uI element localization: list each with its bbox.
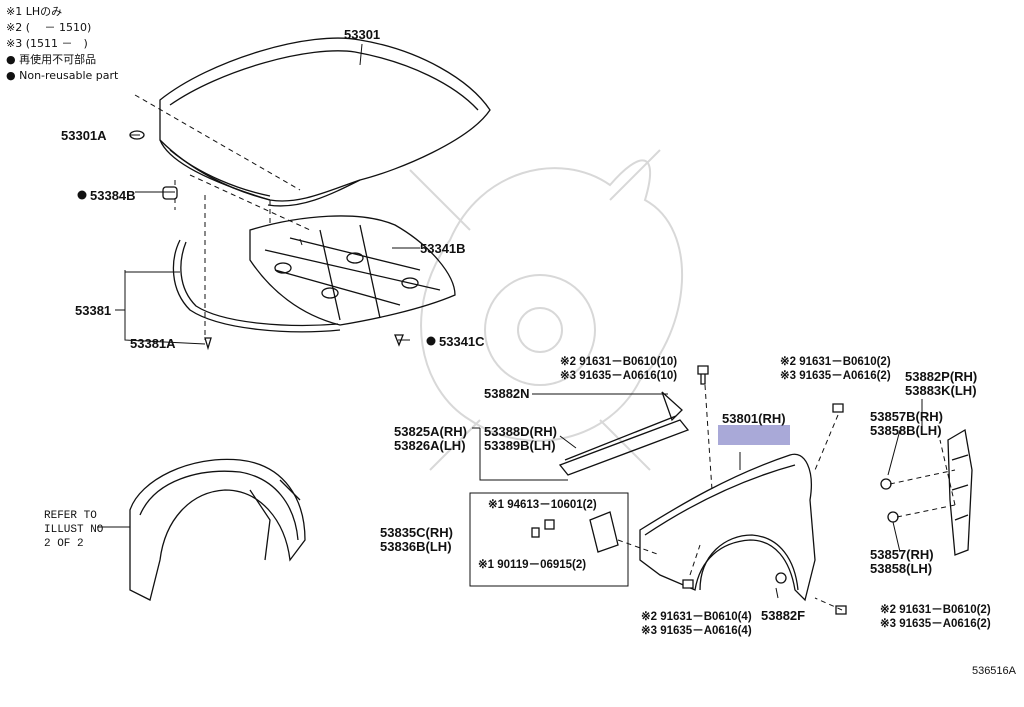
- fender-brace-53882p[interactable]: [947, 428, 973, 556]
- label-bolt-right-2: ※3 91635－A0616(2): [780, 369, 891, 382]
- label-53381: 53381: [75, 303, 111, 318]
- front-fender-53801[interactable]: [639, 453, 816, 602]
- legend-note-2: ※2 ( － 1510): [6, 21, 92, 34]
- refer-text-3: 2 OF 2: [44, 538, 84, 550]
- label-53858b: 53858B(LH): [870, 423, 942, 438]
- non-reusable-dot-icon: ●: [6, 69, 16, 82]
- label-53341b: 53341B: [420, 241, 466, 256]
- screw-90119[interactable]: [531, 527, 540, 538]
- label-bolt-top-1: ※2 91631－B0610(10): [560, 355, 677, 368]
- label-53882f: 53882F: [761, 608, 805, 623]
- label-53388d: 53388D(RH): [484, 424, 557, 439]
- legend-mark-en-text: Non-reusable part: [19, 69, 119, 82]
- label-53836b: 53836B(LH): [380, 539, 452, 554]
- label-53381a: 53381A: [130, 336, 176, 351]
- label-bolt-br-1: ※2 91631－B0610(2): [880, 603, 991, 616]
- clip-53857[interactable]: [887, 511, 899, 523]
- non-reusable-mark: [77, 190, 87, 200]
- label-53301: 53301: [344, 27, 380, 42]
- label-53883k: 53883K(LH): [905, 383, 977, 398]
- label-53882p: 53882P(RH): [905, 369, 977, 384]
- legend-mark-en: ● Non-reusable part: [6, 68, 118, 84]
- label-53858: 53858(LH): [870, 561, 932, 576]
- legend-mark-jp: ● 再使用不可部品: [6, 52, 118, 68]
- hood-seal-53381[interactable]: [172, 239, 341, 333]
- refer-text-1: REFER TO: [44, 510, 97, 522]
- label-53857: 53857(RH): [870, 547, 934, 562]
- cushion-53384b[interactable]: [162, 186, 178, 200]
- legend-note-1: ※1 LHのみ: [6, 5, 63, 18]
- illustration-code: 536516A: [971, 665, 1016, 677]
- label-53835c: 53835C(RH): [380, 525, 453, 540]
- label-53301a: 53301A: [61, 128, 107, 143]
- label-53826a: 53826A(LH): [394, 438, 466, 453]
- bracket-53835c[interactable]: [589, 511, 619, 553]
- refer-text-2: ILLUST NO: [44, 524, 104, 536]
- label-94613: ※1 94613－10601(2): [488, 498, 597, 511]
- clip-53381a[interactable]: [204, 337, 212, 351]
- label-53389b: 53389B(LH): [484, 438, 556, 453]
- label-53857b: 53857B(RH): [870, 409, 943, 424]
- hood-53301[interactable]: [159, 37, 491, 207]
- legend: ※1 LHのみ ※2 ( － 1510) ※3 (1511 － ) ● 再使用不…: [6, 4, 118, 84]
- grommet-53882f[interactable]: [775, 572, 787, 584]
- legend-mark-jp-text: 再使用不可部品: [19, 53, 97, 66]
- non-reusable-mark: [426, 336, 436, 346]
- label-53882n: 53882N: [484, 386, 530, 401]
- label-53384b: 53384B: [90, 188, 136, 203]
- bracket-group-box: [469, 492, 629, 587]
- label-bolt-bottom-2: ※3 91635－A0616(4): [641, 624, 752, 637]
- label-bolt-br-2: ※3 91635－A0616(2): [880, 617, 991, 630]
- cowl-seal-53388d[interactable]: [558, 391, 690, 476]
- label-53801: 53801(RH): [722, 411, 786, 426]
- non-reusable-dot-icon: ●: [6, 53, 16, 66]
- fender-liner[interactable]: [129, 458, 306, 601]
- legend-note-3: ※3 (1511 － ): [6, 37, 88, 50]
- clip-53857b[interactable]: [880, 478, 892, 490]
- bolt-bottom[interactable]: [682, 579, 694, 589]
- hood-insulator-53341b[interactable]: [249, 215, 456, 326]
- label-53341c: 53341C: [439, 334, 485, 349]
- fender-label-highlight: [718, 425, 790, 445]
- label-53825a: 53825A(RH): [394, 424, 467, 439]
- label-bolt-bottom-1: ※2 91631－B0610(4): [641, 610, 752, 623]
- label-bolt-top-2: ※3 91635－A0616(10): [560, 369, 677, 382]
- watermark-logo: [409, 149, 683, 471]
- nut-94613[interactable]: [544, 519, 555, 530]
- label-90119: ※1 90119－06915(2): [478, 558, 586, 571]
- bolt-top[interactable]: [697, 365, 709, 385]
- bolt-right[interactable]: [832, 403, 844, 413]
- label-bolt-right-1: ※2 91631－B0610(2): [780, 355, 891, 368]
